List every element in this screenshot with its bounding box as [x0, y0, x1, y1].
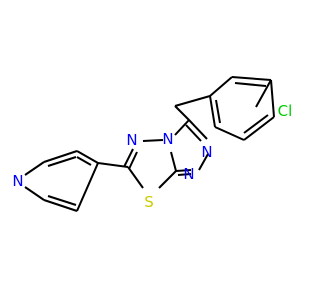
- bond-pyr-c6-c5: [43, 199, 78, 212]
- bond-triazole-ch2: [174, 105, 190, 121]
- bond-trz-c-n1-double: [185, 124, 202, 142]
- bond-trz-n1-n2: [198, 153, 209, 171]
- bond-pyridine-thiadiazole: [97, 162, 129, 168]
- atom-n-triazole-1: N: [201, 143, 212, 161]
- bond-ph-c2-c3-inner: [234, 82, 267, 87]
- bond-ph-c6-c1: [209, 95, 216, 128]
- bond-trz-nbridge-c: [174, 119, 190, 136]
- bond-pyr-c6-c5-inner: [47, 195, 77, 206]
- bond-ph-c1-c2: [209, 76, 233, 97]
- atom-labels: N S N N N N Cl: [12, 102, 292, 211]
- bond-pyr-c4-c3-inner: [76, 156, 92, 166]
- bond-ph-c4-c5-inner: [243, 114, 269, 134]
- molecule-structure: N S N N N N Cl: [12, 76, 292, 212]
- bond-thd-s-c: [158, 170, 177, 189]
- bond-trz-c-n1: [188, 119, 208, 140]
- bond-ph-c6-c1-inner: [215, 99, 221, 124]
- bond-pyr-c3-c2-inner: [47, 156, 77, 167]
- bond-ph-c5-c6: [214, 126, 245, 141]
- bond-pyr-c4-c3: [76, 150, 99, 164]
- atom-n-bridgehead: N: [162, 130, 173, 148]
- bonds: [24, 76, 275, 212]
- bond-pyr-c3-c2: [43, 150, 78, 163]
- bond-thd-c-s: [127, 166, 144, 189]
- bond-pyr-n-c6: [24, 186, 45, 201]
- bond-thd-n-c: [123, 148, 134, 168]
- bond-ph-c3-c4: [270, 79, 275, 118]
- bond-ph-cl: [255, 79, 272, 108]
- bond-ch2-phenyl: [174, 95, 211, 107]
- bond-thd-nbridge-n: [142, 139, 164, 142]
- atom-cl: Cl: [278, 102, 293, 120]
- bond-thd-n-c-double: [128, 151, 138, 170]
- atom-n-thiadiazole: N: [126, 131, 137, 149]
- bond-pyr-c2-n: [24, 161, 45, 176]
- bond-trz-n2-c: [175, 169, 192, 172]
- bond-ph-c2-c3: [231, 76, 272, 81]
- bond-pyr-c5-c4: [76, 162, 99, 212]
- bond-thd-c-nbridge: [170, 151, 177, 172]
- bond-ph-c4-c5: [243, 116, 275, 141]
- atom-n-pyridine: N: [12, 172, 23, 190]
- atom-s-thiadiazole: S: [144, 193, 154, 211]
- bond-trz-n2-c-double: [177, 173, 192, 176]
- atom-n-triazole-2: N: [183, 165, 194, 183]
